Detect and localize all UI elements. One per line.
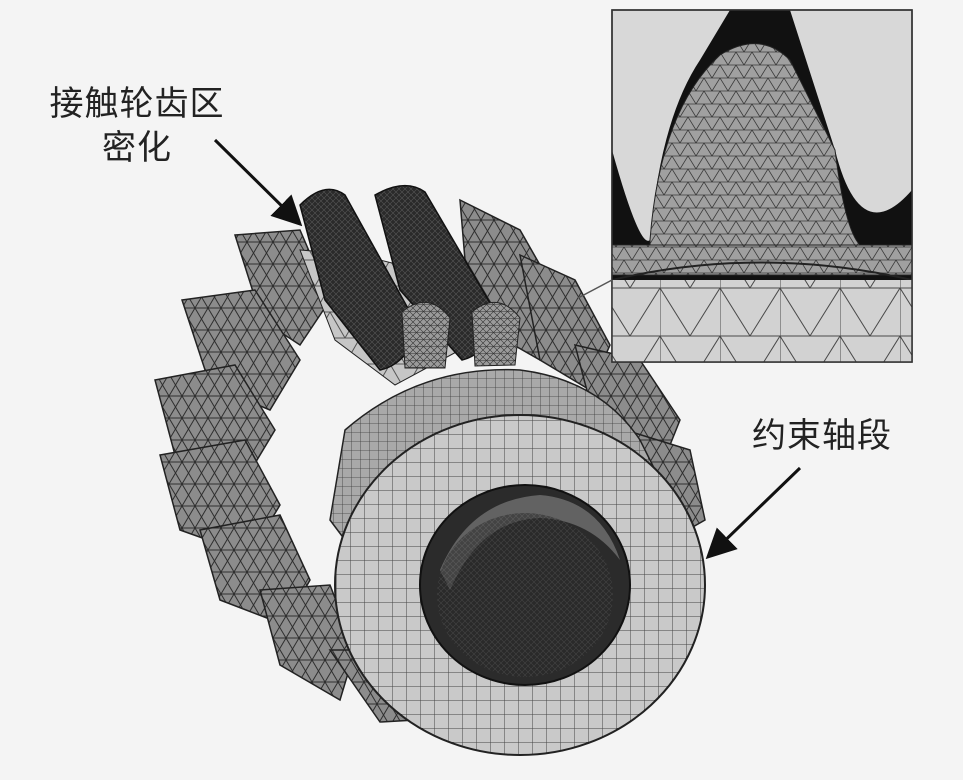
constrained-shaft-label: 约束轴段 [752,416,892,456]
tooth-refinement-label-line2: 密化 [102,128,172,168]
tooth-refinement-label-line1: 接触轮齿区 [49,84,225,124]
refined-contact-teeth [299,185,521,371]
shaft-arrow [705,466,802,560]
tooth-refinement-label: 接触轮齿区 密化 [32,82,242,170]
mesh-detail-inset [577,9,913,363]
shaft-end-face [334,414,706,756]
refinement-arrow [213,138,303,227]
